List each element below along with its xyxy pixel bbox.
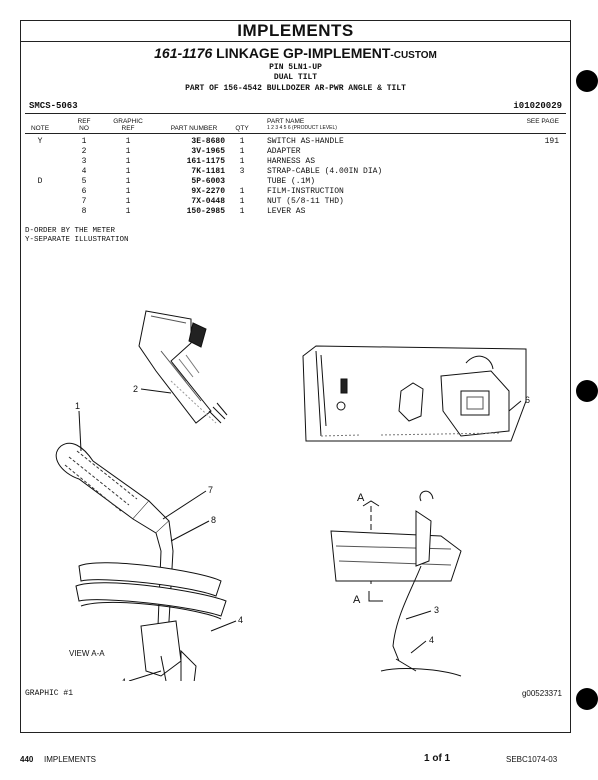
image-code: i01020029 — [513, 101, 562, 111]
callout-6: 6 — [525, 395, 530, 405]
cell-qty: 1 — [239, 197, 245, 206]
col-ref-no: REF NO — [77, 118, 91, 132]
cell-graphic: 1 — [125, 157, 131, 166]
cell-name: STRAP-CABLE (4.00IN DIA) — [267, 167, 383, 176]
group-number: 161-1176 — [154, 45, 213, 61]
page-frame: IMPLEMENTS 161-1176 LINKAGE GP-IMPLEMENT… — [20, 20, 571, 733]
cell-name: NUT (5/8-11 THD) — [267, 197, 344, 206]
part-of: PART OF 156-4542 BULLDOZER AR-PWR ANGLE … — [185, 84, 406, 93]
cell-part-number: 3V-1965 — [191, 147, 225, 156]
col-see-page: SEE PAGE — [526, 118, 559, 125]
table-row: Y 1 1 3E-8680 1 SWITCH AS-HANDLE 191 — [21, 137, 570, 147]
footer-section: IMPLEMENTS — [44, 755, 97, 764]
note-d: D-ORDER BY THE METER — [25, 227, 116, 235]
cell-ref: 8 — [81, 207, 87, 216]
callout-1: 1 — [75, 401, 80, 411]
cell-see: 191 — [544, 137, 559, 146]
table-row: 2 1 3V-1965 1 ADAPTER — [21, 147, 570, 157]
cell-qty: 1 — [239, 187, 245, 196]
cell-part-number: 9X-2270 — [191, 187, 225, 196]
cell-part-number: 7K-1181 — [191, 167, 225, 176]
binder-hole-top — [576, 70, 598, 92]
cell-graphic: 1 — [125, 137, 131, 146]
parts-illustration: 2 1 7 8 4 4 5 6 3 4 A A VIEW A-A — [55, 310, 530, 681]
col-part-number: PART NUMBER — [170, 125, 218, 132]
instruction-film-drawing — [302, 345, 527, 442]
callout-8: 8 — [211, 515, 216, 525]
divider-header — [25, 133, 566, 134]
table-row: 3 1 161-1175 1 HARNESS AS — [21, 157, 570, 167]
cell-graphic: 1 — [125, 207, 131, 216]
cell-note: D — [37, 177, 43, 186]
col-part-name: PART NAME — [267, 118, 305, 125]
cell-ref: 4 — [81, 167, 87, 176]
table-row: D 5 1 5P-6003 TUBE (.1M) — [21, 177, 570, 187]
page-number: 440 — [20, 755, 34, 764]
cell-qty: 1 — [239, 207, 245, 216]
cell-part-number: 3E-8680 — [191, 137, 225, 146]
section-a-bottom: A — [353, 594, 361, 606]
table-row: 6 1 9X-2270 1 FILM-INSTRUCTION — [21, 187, 570, 197]
smcs-code: SMCS-5063 — [29, 101, 78, 111]
cell-ref: 6 — [81, 187, 87, 196]
harness-drawing — [330, 490, 462, 677]
group-name: LINKAGE GP-IMPLEMENT — [216, 45, 391, 61]
graphic-label: GRAPHIC #1 — [25, 689, 74, 698]
cell-qty: 1 — [239, 137, 245, 146]
col-product-level: 1 2 3 4 5 6 (PRODUCT LEVEL) — [267, 125, 337, 131]
callout-2: 2 — [133, 384, 138, 394]
cell-ref: 5 — [81, 177, 87, 186]
cell-name: LEVER AS — [267, 207, 306, 216]
tilt-type: DUAL TILT — [273, 73, 318, 82]
binder-hole-bottom — [576, 688, 598, 710]
group-suffix: -CUSTOM — [390, 50, 437, 61]
col-graphic-ref: GRAPHIC REF — [113, 118, 143, 132]
section-a-top: A — [357, 492, 365, 504]
cell-ref: 3 — [81, 157, 87, 166]
cell-part-number: 161-1175 — [186, 157, 225, 166]
section-header: IMPLEMENTS — [21, 21, 570, 42]
page-title: 161-1176 LINKAGE GP-IMPLEMENT-CUSTOM — [21, 45, 570, 61]
cell-part-number: 7X-0448 — [191, 197, 225, 206]
note-y: Y-SEPARATE ILLUSTRATION — [25, 236, 129, 244]
cell-graphic: 1 — [125, 197, 131, 206]
cell-name: HARNESS AS — [267, 157, 316, 166]
binder-hole-middle — [576, 380, 598, 402]
table-row: 8 1 150-2985 1 LEVER AS — [21, 207, 570, 217]
cell-name: TUBE (.1M) — [267, 177, 316, 186]
cell-note: Y — [37, 137, 43, 146]
adapter-drawing — [138, 310, 228, 424]
callout-3: 3 — [434, 605, 439, 615]
col-qty: QTY — [235, 125, 249, 132]
table-row: 7 1 7X-0448 1 NUT (5/8-11 THD) — [21, 197, 570, 207]
callout-4a: 4 — [238, 615, 243, 625]
callout-4b: 4 — [121, 677, 126, 681]
callout-4c: 4 — [429, 635, 434, 645]
divider-top — [25, 113, 566, 114]
cell-name: SWITCH AS-HANDLE — [267, 137, 344, 146]
cell-ref: 1 — [81, 137, 87, 146]
cell-graphic: 1 — [125, 187, 131, 196]
cell-graphic: 1 — [125, 177, 131, 186]
cell-part-number: 5P-6003 — [191, 177, 225, 186]
graphic-id: g00523371 — [521, 689, 562, 698]
cell-graphic: 1 — [125, 147, 131, 156]
cell-qty: 1 — [239, 157, 245, 166]
cell-qty: 3 — [239, 167, 245, 176]
cell-name: FILM-INSTRUCTION — [267, 187, 344, 196]
cell-part-number: 150-2985 — [186, 207, 225, 216]
page-of: 1 of 1 — [424, 753, 451, 764]
callout-7: 7 — [208, 485, 213, 495]
view-label: VIEW A-A — [69, 649, 105, 658]
pin-range: PIN 5LN1-UP — [269, 63, 322, 72]
doc-code: SEBC1074-03 — [506, 755, 558, 764]
table-row: 4 1 7K-1181 3 STRAP-CABLE (4.00IN DIA) — [21, 167, 570, 177]
handle-lever-drawing — [55, 442, 227, 681]
cell-name: ADAPTER — [267, 147, 301, 156]
cell-graphic: 1 — [125, 167, 131, 176]
col-note: NOTE — [30, 125, 50, 132]
cell-ref: 2 — [81, 147, 87, 156]
cell-ref: 7 — [81, 197, 87, 206]
cell-qty: 1 — [239, 147, 245, 156]
